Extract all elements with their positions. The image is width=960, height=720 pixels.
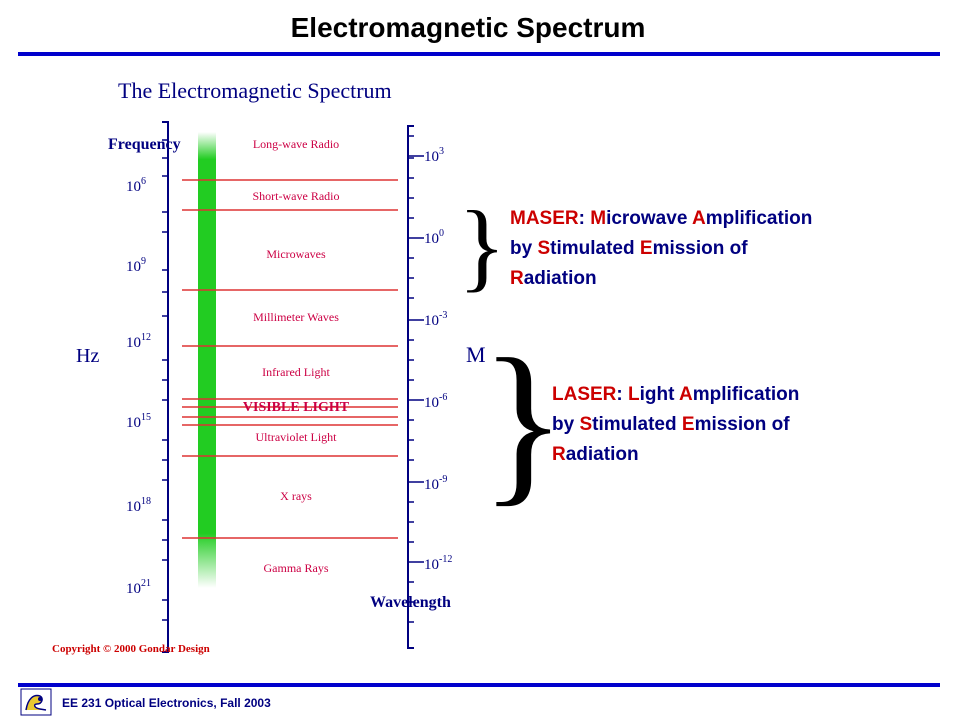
frequency-axis-ticks xyxy=(162,139,168,621)
definition-text: : xyxy=(578,208,591,229)
acronym-letter: MASER xyxy=(510,208,579,229)
acronym-letter: S xyxy=(579,414,593,435)
band-label-visible-light: VISIBLE LIGHT xyxy=(242,400,350,415)
frequency-tick: 1012 xyxy=(126,332,151,351)
wavelength-tick: 10-6 xyxy=(424,392,448,411)
frequency-unit: Hz xyxy=(76,345,100,367)
definition-text: icrowave xyxy=(606,208,692,229)
laser-line-3: Radiation xyxy=(552,440,799,470)
acronym-letter: L xyxy=(628,384,640,405)
frequency-tick: 109 xyxy=(126,256,146,275)
maser-line-1: MASER: Microwave Amplification xyxy=(510,204,812,234)
acronym-letter: A xyxy=(679,384,693,405)
wavelength-tick: 100 xyxy=(424,228,444,247)
frequency-tick: 1018 xyxy=(126,496,151,515)
maser-brace: } xyxy=(458,190,506,301)
laser-definition: LASER: Light Amplification by Stimulated… xyxy=(552,380,799,470)
wavelength-unit: M xyxy=(466,342,486,367)
acronym-letter: A xyxy=(691,208,706,229)
band-label-long-wave-radio: Long-wave Radio xyxy=(252,137,340,151)
frequency-tick: 106 xyxy=(126,176,146,195)
definition-text: by xyxy=(510,238,538,259)
top-rule xyxy=(18,52,940,56)
maser-line-2: by Stimulated Emission of xyxy=(510,234,812,264)
definition-text: mplification xyxy=(692,384,800,405)
band-label-infrared-light: Infrared Light xyxy=(262,365,330,379)
wavelength-tick: 10-3 xyxy=(424,310,448,329)
acronym-letter: E xyxy=(639,238,653,259)
band-label-microwaves: Microwaves xyxy=(266,247,326,261)
acronym-letter: R xyxy=(510,268,524,289)
wavelength-tick: 10-9 xyxy=(424,474,448,493)
copyright-notice: Copyright © 2000 Gondar Design xyxy=(52,643,210,655)
acronym-letter: M xyxy=(590,208,607,229)
logo-icon xyxy=(20,688,52,716)
band-boundaries xyxy=(182,179,398,539)
wavelength-axis-ticks xyxy=(408,135,414,623)
laser-line-2: by Stimulated Emission of xyxy=(552,410,799,440)
spectrum-strip xyxy=(198,132,216,588)
bottom-rule xyxy=(18,683,940,687)
band-label-ultraviolet-light: Ultraviolet Light xyxy=(255,430,337,444)
wavelength-axis xyxy=(407,125,414,649)
acronym-letter: S xyxy=(537,238,551,259)
wavelength-tick: 10-12 xyxy=(424,554,453,573)
band-label-short-wave-radio: Short-wave Radio xyxy=(252,189,340,203)
frequency-axis xyxy=(162,121,169,653)
band-label-x-rays: X rays xyxy=(280,489,312,503)
band-label-gamma-rays: Gamma Rays xyxy=(263,561,329,575)
definition-text: ight xyxy=(639,384,680,405)
acronym-letter: R xyxy=(552,444,566,465)
frequency-tick: 1015 xyxy=(126,412,151,431)
wavelength-major-ticks xyxy=(408,155,424,563)
frequency-label: Frequency xyxy=(108,136,181,153)
definition-text: adiation xyxy=(565,444,639,465)
band-label-millimeter-waves: Millimeter Waves xyxy=(253,310,339,324)
definition-text: mission of xyxy=(694,414,790,435)
definition-text: : xyxy=(616,384,629,405)
frequency-tick: 1021 xyxy=(126,578,151,597)
acronym-letter: LASER xyxy=(552,384,617,405)
laser-brace: } xyxy=(480,322,567,521)
acronym-letter: E xyxy=(681,414,695,435)
maser-line-3: Radiation xyxy=(510,264,812,294)
definition-text: timulated xyxy=(550,238,640,259)
laser-line-1: LASER: Light Amplification xyxy=(552,380,799,410)
footer-text: EE 231 Optical Electronics, Fall 2003 xyxy=(62,696,271,710)
definition-text: adiation xyxy=(523,268,597,289)
slide-title: Electromagnetic Spectrum xyxy=(290,12,646,43)
definition-text: mission of xyxy=(652,238,748,259)
diagram-title: The Electromagnetic Spectrum xyxy=(118,78,392,103)
definition-text: timulated xyxy=(592,414,682,435)
definition-text: mplification xyxy=(705,208,813,229)
maser-definition: MASER: Microwave Amplification by Stimul… xyxy=(510,204,812,294)
wavelength-label: Wavelength xyxy=(370,594,451,611)
definition-text: by xyxy=(552,414,580,435)
wavelength-tick: 103 xyxy=(424,146,444,165)
